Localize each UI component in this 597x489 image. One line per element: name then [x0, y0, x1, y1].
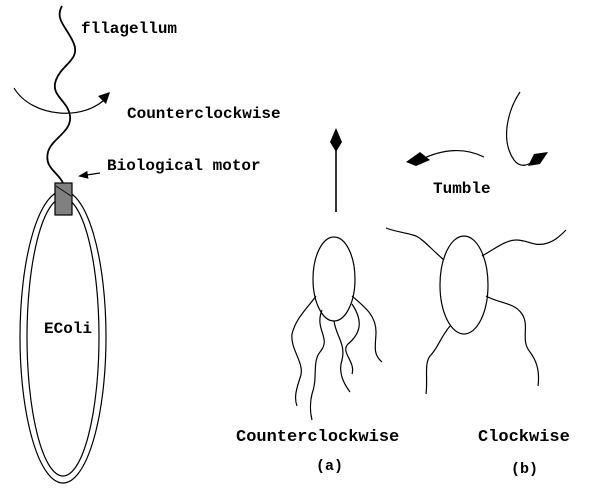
tumble-curve-right	[507, 92, 534, 165]
biological-motor-label: Biological motor	[107, 157, 261, 175]
tumble-curve-left	[420, 151, 484, 160]
counterclockwise-top-label: Counterclockwise	[127, 105, 281, 123]
run-direction-arrowhead	[330, 128, 342, 152]
cell-b-flagella-splayed	[386, 228, 566, 394]
panel-b-label: (b)	[511, 461, 538, 478]
cell-a-flagella-bundle	[292, 296, 382, 420]
biological-motor	[55, 183, 72, 215]
motor-pointer-arrow	[80, 173, 100, 176]
tumble-label: Tumble	[433, 180, 491, 198]
rotation-arrowhead	[98, 92, 110, 104]
tumble-arrowhead-left	[406, 152, 430, 166]
cell-b	[440, 236, 488, 334]
ecoli-label: EColi	[44, 320, 92, 338]
cell-a	[313, 237, 355, 321]
panel-a-label: (a)	[316, 458, 343, 475]
counterclockwise-bottom-label: Counterclockwise	[236, 428, 399, 447]
tumble-arrowhead-right	[528, 152, 548, 166]
flagellum	[47, 6, 75, 183]
flagellum-label: fllagellum	[81, 20, 177, 38]
clockwise-label: Clockwise	[478, 428, 570, 447]
